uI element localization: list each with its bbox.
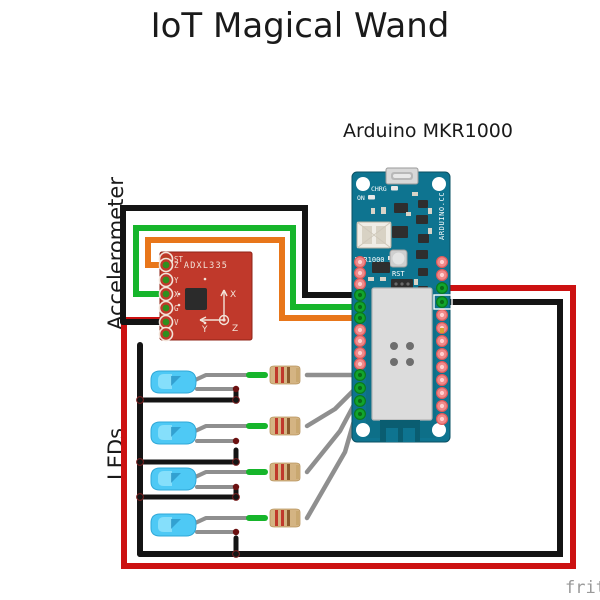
adxl335-pin-header bbox=[158, 251, 174, 342]
adxl335-pin-labels: ST Z Y X G V bbox=[174, 255, 184, 327]
svg-text:X: X bbox=[174, 290, 179, 299]
mkr1000-left-header-upper bbox=[354, 256, 367, 280]
led-3[interactable] bbox=[150, 467, 197, 491]
arduino-board-label: Arduino MKR1000 bbox=[343, 120, 513, 142]
svg-text:G: G bbox=[174, 304, 179, 313]
pad-highlight bbox=[433, 294, 453, 310]
led-chrg-silk: CHRG bbox=[371, 185, 387, 193]
svg-text:Y: Y bbox=[201, 325, 208, 335]
mkr1000-right-header bbox=[436, 256, 449, 426]
battery-jst-connector bbox=[356, 221, 392, 249]
micro-usb-connector bbox=[385, 167, 419, 185]
fritzing-watermark: frit bbox=[565, 578, 600, 598]
wire-junction-dots bbox=[136, 385, 240, 558]
resistor-4[interactable] bbox=[246, 508, 301, 528]
arduino-power-leads bbox=[444, 285, 473, 305]
svg-text:Z: Z bbox=[174, 261, 179, 270]
mounting-hole-tr bbox=[432, 177, 446, 191]
led-anode-leads bbox=[191, 373, 250, 526]
resistor-3[interactable] bbox=[246, 462, 301, 482]
resistor-2[interactable] bbox=[246, 416, 301, 436]
adxl335-chip bbox=[185, 288, 207, 310]
arduino-cc-silk: ARDUINO.CC bbox=[438, 192, 446, 240]
svg-text:ST: ST bbox=[174, 255, 184, 264]
led-2[interactable] bbox=[150, 421, 197, 445]
accel-green-wire bbox=[133, 225, 359, 310]
arduino-mkr1000-board[interactable]: ON CHRG ARDUINO.CC MKR1000 RST bbox=[351, 167, 453, 443]
adxl335-silk-label: ADXL335 bbox=[184, 261, 228, 271]
led-cathode-legs bbox=[195, 387, 238, 534]
page-title: IoT Magical Wand bbox=[150, 6, 450, 46]
on-led bbox=[368, 195, 375, 200]
accel-orange-wire bbox=[145, 237, 359, 321]
led-on-silk: ON bbox=[357, 194, 365, 202]
resistor-1[interactable] bbox=[246, 365, 301, 385]
smd-components bbox=[372, 200, 429, 294]
mounting-hole-tl bbox=[356, 177, 370, 191]
accel-black-wire bbox=[120, 205, 359, 325]
chrg-led bbox=[391, 186, 398, 191]
adxl335-accelerometer-module[interactable]: ADXL335 X Y Z bbox=[158, 251, 253, 342]
mounting-hole-bl bbox=[356, 423, 370, 437]
svg-text:Z: Z bbox=[232, 324, 238, 334]
mkr1000-silk: MKR1000 bbox=[355, 256, 385, 264]
mkr1000-left-header bbox=[354, 278, 367, 421]
led-4[interactable] bbox=[150, 513, 197, 537]
svg-text:X: X bbox=[230, 290, 236, 300]
ground-rail-black-wire bbox=[137, 299, 563, 557]
reset-button[interactable] bbox=[389, 249, 408, 268]
led-1[interactable] bbox=[150, 370, 197, 394]
rst-silk: RST bbox=[392, 270, 405, 278]
wifi-module bbox=[371, 287, 433, 421]
svg-text:Y: Y bbox=[174, 276, 179, 285]
svg-text:V: V bbox=[174, 318, 179, 327]
mounting-hole-br bbox=[432, 423, 446, 437]
